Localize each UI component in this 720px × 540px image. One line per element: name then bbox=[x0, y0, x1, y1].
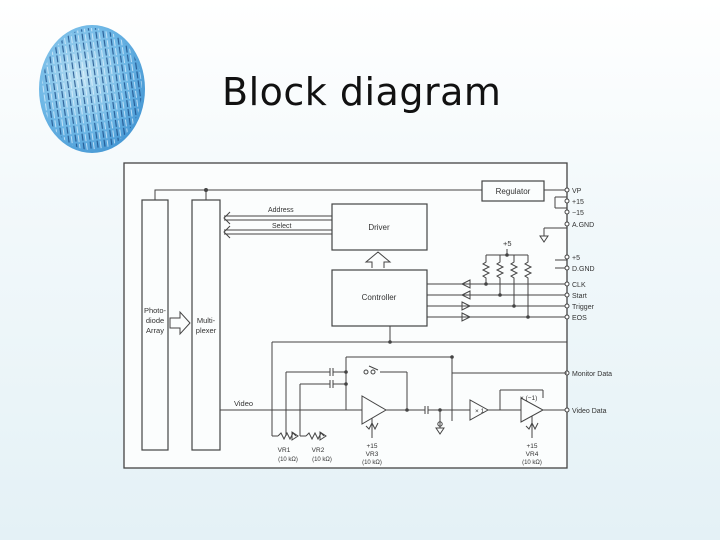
controller-block: Controller bbox=[331, 269, 428, 327]
driver-label: Driver bbox=[368, 223, 390, 232]
x1-label: × 1 bbox=[475, 408, 485, 415]
mux-label-1: Multi- bbox=[197, 316, 216, 325]
vr4-supply: +15 bbox=[526, 443, 537, 450]
pin-plus15 bbox=[564, 198, 570, 204]
pin-clk bbox=[564, 281, 570, 287]
pin-list: VP +15 −15 A.GND +5 D.GND CLK Start Trig… bbox=[564, 187, 612, 415]
pin-plus5 bbox=[564, 254, 570, 260]
select-label: Select bbox=[272, 223, 292, 230]
xm1-label: × (−1) bbox=[520, 395, 537, 402]
address-label: Address bbox=[268, 207, 294, 214]
pin-minus15 bbox=[564, 209, 570, 215]
slide-title: Block diagram bbox=[222, 70, 502, 114]
photodiode-label-3: Array bbox=[146, 326, 164, 335]
regulator-label: Regulator bbox=[496, 187, 531, 196]
module-outline bbox=[123, 162, 568, 469]
pin-trigger bbox=[564, 303, 570, 309]
controller-label: Controller bbox=[362, 293, 397, 302]
photodiode-label-2: diode bbox=[146, 316, 164, 325]
video-label: Video bbox=[234, 399, 253, 408]
vr2-label: VR2 bbox=[312, 447, 325, 454]
vr4-value: (10 kΩ) bbox=[522, 460, 542, 466]
photodiode-to-mux-arrow bbox=[169, 310, 191, 336]
vr3-label: VR3 bbox=[366, 451, 379, 458]
vr3-value: (10 kΩ) bbox=[362, 460, 382, 466]
pin-start-label: Start bbox=[572, 293, 587, 300]
vr1-label: VR1 bbox=[278, 447, 291, 454]
pin-eos bbox=[564, 314, 570, 320]
pin-dgnd bbox=[564, 265, 570, 271]
pin-vp-label: VP bbox=[572, 188, 582, 195]
driver-block: Driver bbox=[331, 203, 428, 251]
vr3-supply: +15 bbox=[366, 443, 377, 450]
pin-agnd-label: A.GND bbox=[572, 222, 594, 229]
wafer-image-icon bbox=[39, 25, 145, 153]
pin-clk-label: CLK bbox=[572, 282, 586, 289]
pin-minus15-label: −15 bbox=[572, 210, 584, 217]
mux-label-2: plexer bbox=[196, 326, 217, 335]
vr2-value: (10 kΩ) bbox=[312, 457, 332, 463]
pin-video-data-label: Video Data bbox=[572, 408, 607, 415]
pin-monitor-data-label: Monitor Data bbox=[572, 371, 612, 378]
pin-plus5-label: +5 bbox=[572, 255, 580, 262]
pin-vp bbox=[564, 187, 570, 193]
plus5-label: +5 bbox=[503, 239, 512, 248]
controller-to-driver-arrow bbox=[364, 251, 392, 268]
regulator-block: Regulator bbox=[481, 180, 545, 202]
vr1-value: (10 kΩ) bbox=[278, 457, 298, 463]
photodiode-label-1: Photo- bbox=[144, 306, 167, 315]
pin-start bbox=[564, 292, 570, 298]
pin-eos-label: EOS bbox=[572, 315, 587, 322]
pin-trigger-label: Trigger bbox=[572, 304, 595, 311]
vr4-label: VR4 bbox=[526, 451, 539, 458]
pin-agnd bbox=[564, 221, 570, 227]
pin-video-data bbox=[564, 407, 570, 413]
pin-dgnd-label: D.GND bbox=[572, 266, 595, 273]
pin-plus15-label: +15 bbox=[572, 199, 584, 206]
